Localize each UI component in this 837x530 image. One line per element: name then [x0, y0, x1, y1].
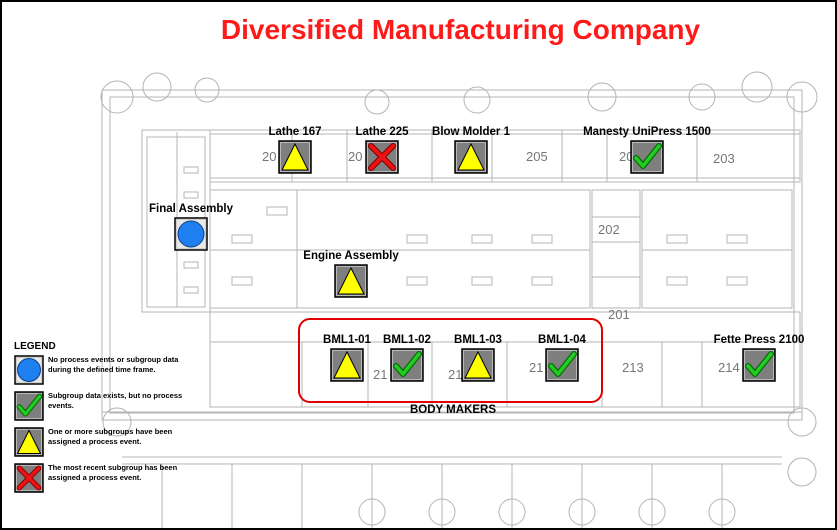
room-number: 205: [526, 149, 548, 164]
station-lathe-167[interactable]: Lathe 167: [225, 126, 365, 174]
status-tile[interactable]: [545, 348, 579, 382]
room-number: 21: [448, 367, 462, 382]
body-makers-group-frame: [298, 318, 603, 403]
status-tile[interactable]: [742, 348, 776, 382]
room-number: 203: [713, 151, 735, 166]
legend: LEGEND No process events or subgroup dat…: [14, 341, 214, 499]
room-number: 20: [619, 149, 633, 164]
station-label: Blow Molder 1: [432, 126, 510, 138]
status-tile[interactable]: [365, 140, 399, 174]
station-label: Final Assembly: [149, 203, 233, 215]
legend-title: LEGEND: [14, 341, 56, 352]
status-tile[interactable]: [278, 140, 312, 174]
legend-text: One or more subgroups have been assigned…: [48, 427, 173, 446]
station-label: Manesty UniPress 1500: [583, 126, 711, 138]
station-label: BML1-04: [538, 334, 586, 346]
legend-item-error: The most recent subgroup has been assign…: [14, 463, 214, 493]
station-engine-assembly[interactable]: Engine Assembly: [281, 250, 421, 298]
station-manesty-unipress-1500[interactable]: Manesty UniPress 1500: [577, 126, 717, 174]
station-final-assembly[interactable]: Final Assembly: [121, 203, 261, 251]
room-number: 213: [622, 360, 644, 375]
legend-error-icon: [14, 463, 44, 493]
room-number: 214: [718, 360, 740, 375]
status-tile[interactable]: [334, 264, 368, 298]
station-label: Lathe 225: [355, 126, 409, 138]
station-label: BML1-01: [323, 334, 371, 346]
legend-text: No process events or subgroup data durin…: [48, 355, 179, 374]
page-title: Diversified Manufacturing Company: [220, 14, 701, 45]
station-bml1-03[interactable]: BML1-03: [408, 334, 548, 382]
legend-text: The most recent subgroup has been assign…: [48, 463, 178, 482]
legend-item-warning: One or more subgroups have been assigned…: [14, 427, 214, 457]
status-tile[interactable]: [174, 217, 208, 251]
legend-check-icon: [14, 391, 44, 421]
legend-item-none: No process events or subgroup data durin…: [14, 355, 214, 385]
status-tile[interactable]: [630, 140, 664, 174]
legend-item-ok: Subgroup data exists, but no process eve…: [14, 391, 214, 421]
station-label: Lathe 167: [268, 126, 322, 138]
station-label: BML1-02: [383, 334, 431, 346]
body-makers-label: BODY MAKERS: [409, 404, 497, 416]
station-bml1-02[interactable]: BML1-02: [337, 334, 477, 382]
legend-warning-icon: [14, 427, 44, 457]
station-label: BML1-03: [454, 334, 502, 346]
room-number: 21: [373, 367, 387, 382]
room-number: 202: [598, 222, 620, 237]
station-label: Fette Press 2100: [713, 334, 805, 346]
status-tile[interactable]: [330, 348, 364, 382]
status-tile[interactable]: [461, 348, 495, 382]
station-lathe-225[interactable]: Lathe 225: [312, 126, 452, 174]
room-number: 20: [348, 149, 362, 164]
room-number: 201: [608, 307, 630, 322]
station-label: Engine Assembly: [303, 250, 399, 262]
station-fette-press-2100[interactable]: Fette Press 2100: [689, 334, 829, 382]
station-bml1-01[interactable]: BML1-01: [277, 334, 417, 382]
station-bml1-04[interactable]: BML1-04: [492, 334, 632, 382]
room-number: 20: [262, 149, 276, 164]
status-tile[interactable]: [390, 348, 424, 382]
legend-no-events-icon: [14, 355, 44, 385]
room-number: 21: [529, 360, 543, 375]
status-tile[interactable]: [454, 140, 488, 174]
legend-text: Subgroup data exists, but no process eve…: [48, 391, 183, 410]
station-blow-molder-1[interactable]: Blow Molder 1: [401, 126, 541, 174]
